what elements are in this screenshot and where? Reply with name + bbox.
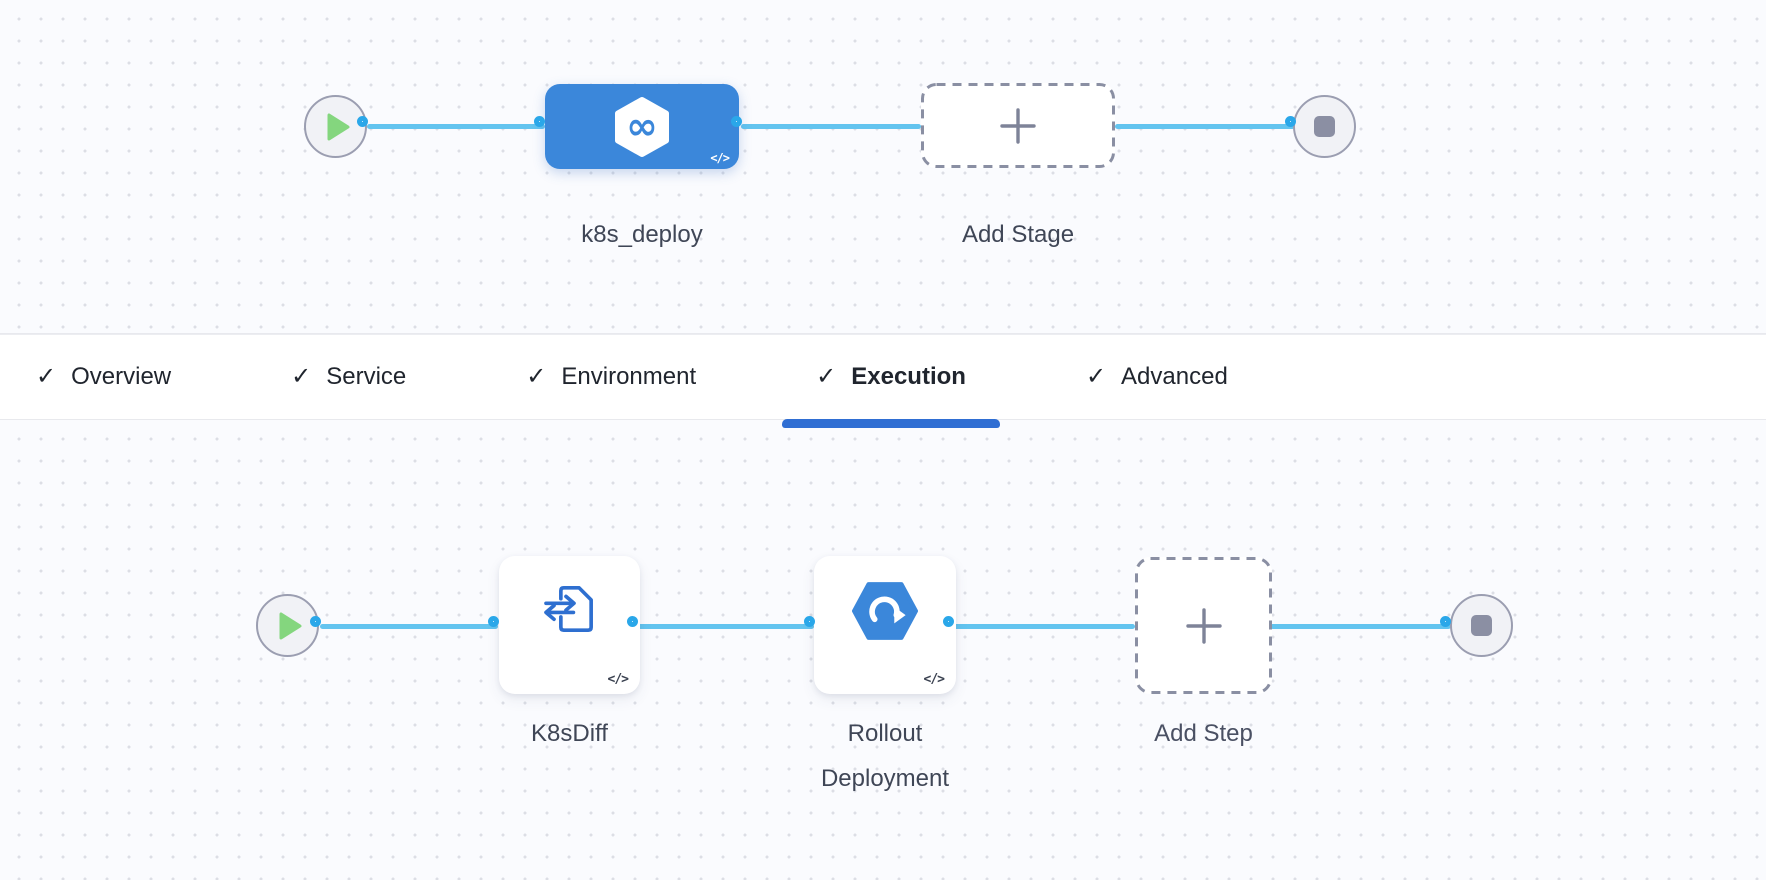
yaml-code-badge: </> — [710, 151, 730, 165]
infinity-glyph: ∞ — [626, 103, 658, 148]
connector-line — [1270, 624, 1451, 629]
tab-service[interactable]: ✓ Service — [291, 363, 407, 390]
document-diff-icon — [543, 586, 593, 632]
connector-port[interactable] — [488, 616, 499, 627]
stage-label: k8s_deploy — [581, 221, 703, 248]
add-stage-button[interactable] — [921, 83, 1115, 168]
connector-line — [741, 124, 921, 129]
step-label: Rollout Deployment — [820, 720, 950, 792]
connector-port[interactable] — [731, 116, 742, 127]
yaml-code-badge: </> — [607, 672, 630, 687]
execution-pipeline-canvas: </> </> K8sDiff Rollout Deployment Add S… — [0, 420, 1766, 880]
connector-port[interactable] — [943, 616, 954, 627]
stop-icon — [1471, 615, 1492, 636]
pipeline-start-node — [256, 594, 319, 657]
plus-icon — [1185, 607, 1222, 644]
connector-port[interactable] — [1285, 116, 1296, 127]
connector-line — [367, 124, 545, 129]
stage-node-k8s-deploy[interactable]: ∞ </> — [545, 84, 739, 169]
pipeline-start-node — [304, 95, 367, 158]
check-icon: ✓ — [816, 363, 837, 390]
stop-icon — [1314, 116, 1335, 137]
play-icon — [327, 113, 349, 140]
stage-pipeline-canvas: ∞ </> k8s_deploy Add Stage — [0, 0, 1766, 334]
check-icon: ✓ — [1085, 363, 1107, 390]
active-tab-underline — [782, 419, 1000, 428]
tab-overview[interactable]: ✓ Overview — [36, 363, 172, 390]
add-stage-label: Add Stage — [961, 221, 1075, 248]
check-icon: ✓ — [291, 363, 312, 390]
step-label: K8sDiff — [531, 720, 608, 747]
check-icon: ✓ — [36, 363, 57, 390]
tab-execution[interactable]: ✓ Execution — [780, 335, 1002, 428]
connector-port[interactable] — [310, 616, 321, 627]
connector-port[interactable] — [534, 116, 545, 127]
tab-advanced[interactable]: ✓ Advanced — [1085, 363, 1228, 390]
rollout-deployment-icon — [852, 582, 918, 640]
check-icon: ✓ — [526, 363, 547, 390]
connector-line — [320, 624, 498, 629]
connector-port[interactable] — [1440, 616, 1451, 627]
pipeline-end-node — [1450, 594, 1513, 657]
connector-line — [1115, 124, 1295, 129]
tab-environment[interactable]: ✓ Environment — [526, 363, 697, 390]
step-node-rollout-deployment[interactable]: </> — [814, 556, 956, 694]
pipeline-end-node — [1293, 95, 1356, 158]
plus-icon — [1000, 107, 1036, 144]
connector-port[interactable] — [627, 616, 638, 627]
harness-logo-icon: ∞ — [614, 96, 670, 158]
play-icon — [279, 612, 301, 639]
connector-line — [953, 624, 1135, 629]
connector-port[interactable] — [357, 116, 368, 127]
add-step-button[interactable] — [1135, 557, 1272, 694]
add-step-label: Add Step — [1154, 720, 1253, 747]
step-node-k8sdiff[interactable]: </> — [499, 556, 640, 694]
stage-config-tabbar: ✓ Overview ✓ Service ✓ Environment ✓ Exe… — [0, 334, 1766, 428]
connector-port[interactable] — [804, 616, 815, 627]
yaml-code-badge: </> — [923, 672, 946, 687]
connector-line — [637, 624, 814, 629]
